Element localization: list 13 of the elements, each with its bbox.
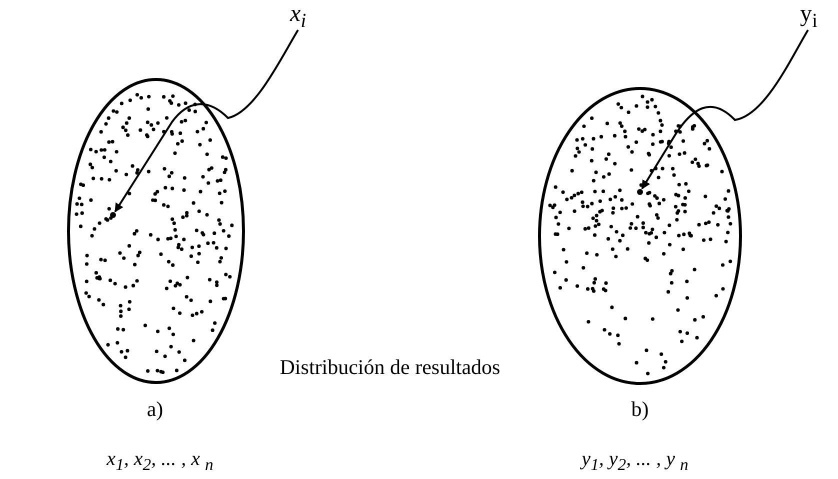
variable-label: x$_{i}$ xyxy=(290,2,306,31)
text-label: b) xyxy=(631,398,649,422)
leader-arrow xyxy=(641,30,809,190)
dotted-ellipse xyxy=(67,78,245,384)
variable-label: y$_{i}$ xyxy=(800,2,818,31)
text-label: y$_{1}$, y$_{2}$, ... , y $_{n}$ xyxy=(582,448,688,474)
leader-arrow xyxy=(114,30,299,212)
data-point xyxy=(110,212,116,218)
dotted-ellipse xyxy=(538,87,742,385)
text-label: x$_{1}$, x$_{2}$, ... , x $_{n}$ xyxy=(106,448,214,474)
text-label: a) xyxy=(146,398,164,422)
data-point xyxy=(637,189,643,195)
text-label: Distribución de resultados xyxy=(280,356,500,380)
